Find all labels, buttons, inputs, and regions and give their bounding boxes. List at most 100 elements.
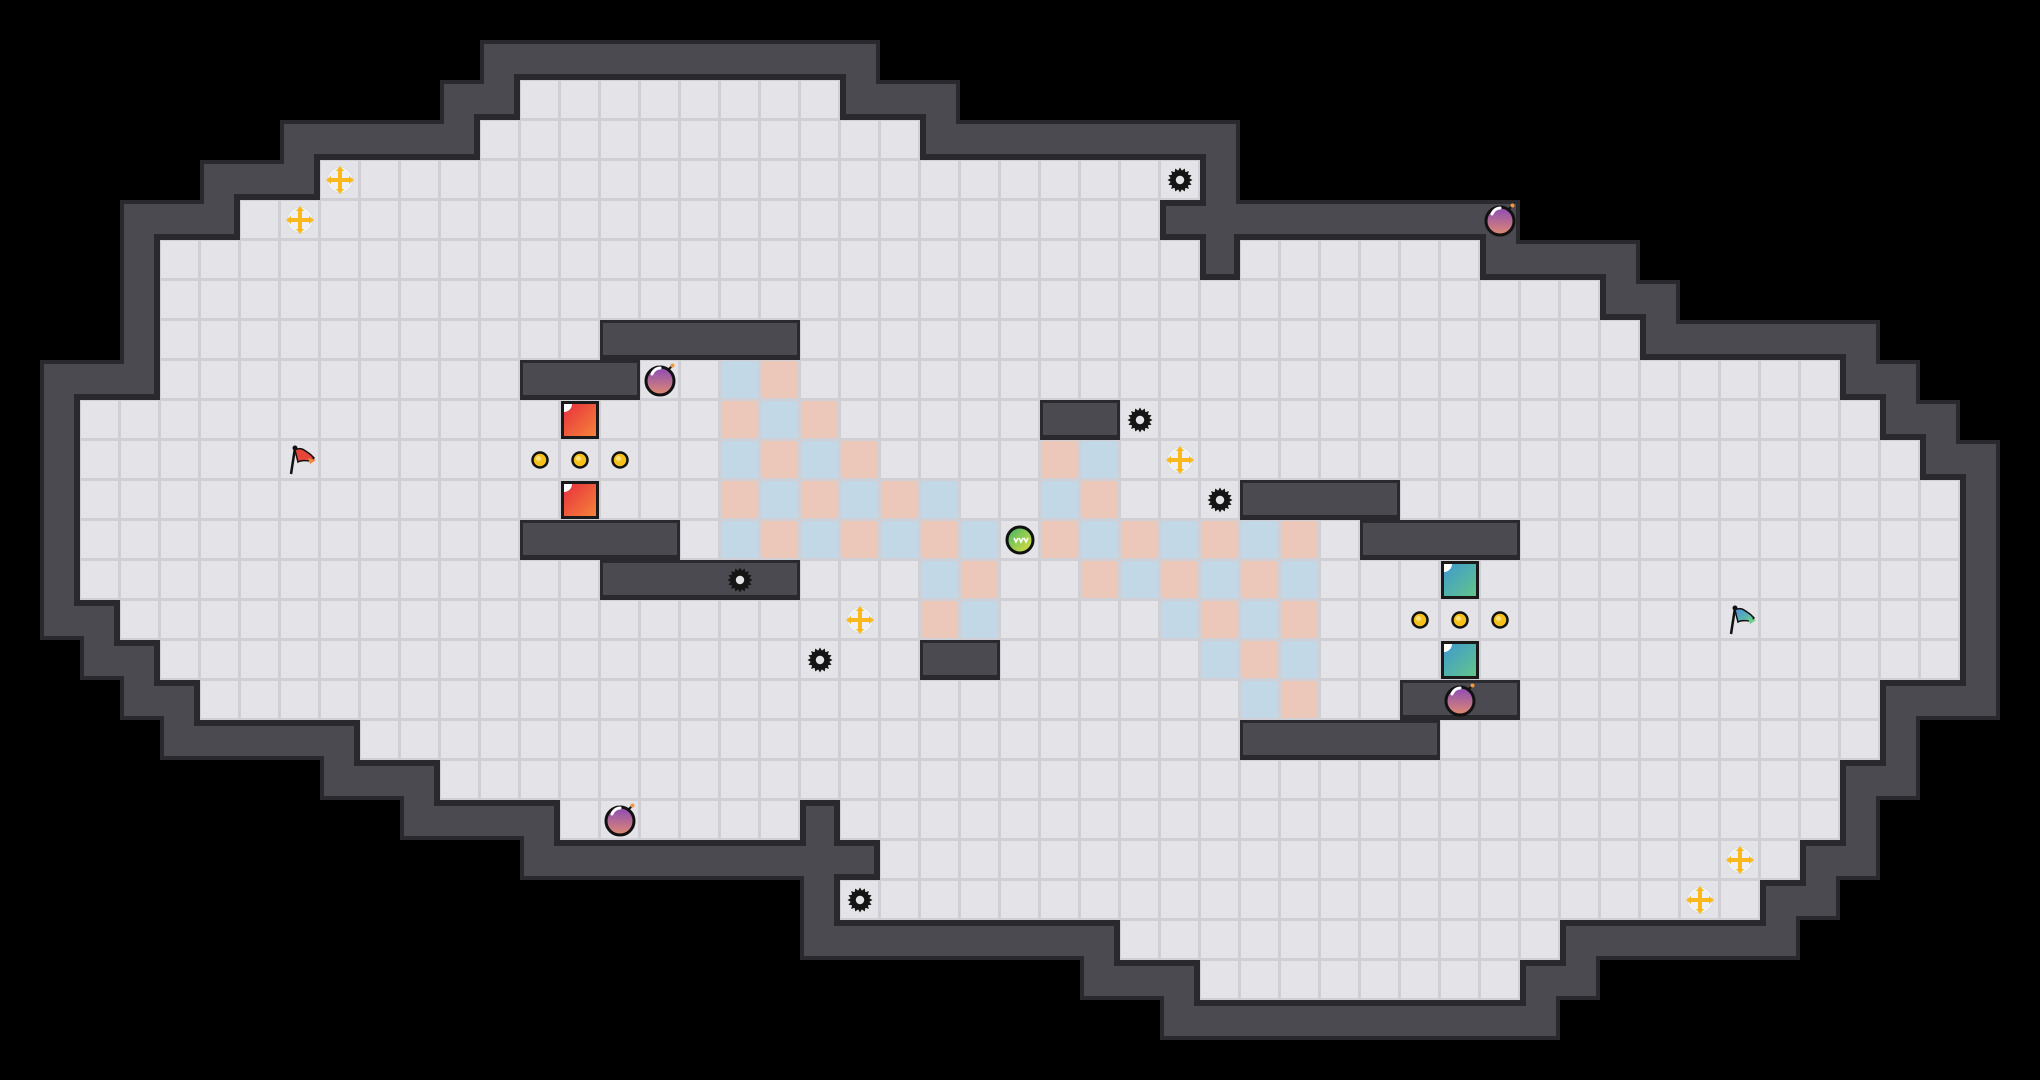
floor-tile xyxy=(1681,801,1718,838)
floor-tile xyxy=(161,281,198,318)
floor-tile xyxy=(1761,561,1798,598)
floor-tile xyxy=(1001,401,1038,438)
floor-tile xyxy=(721,681,758,718)
inner-wall xyxy=(1243,723,1437,755)
floor-tile xyxy=(121,481,158,518)
floor-tile xyxy=(321,281,358,318)
floor-tile xyxy=(1601,361,1638,398)
floor-tile xyxy=(921,761,958,798)
floor-tile xyxy=(1121,361,1158,398)
floor-tile xyxy=(961,481,998,518)
floor-tile xyxy=(1401,241,1438,278)
floor-tile xyxy=(81,521,118,558)
floor-tile xyxy=(1441,361,1478,398)
blue-flag-icon xyxy=(1729,605,1756,635)
floor-tile xyxy=(1641,521,1678,558)
floor-tile xyxy=(1561,641,1598,678)
floor-tile xyxy=(121,521,158,558)
player-face xyxy=(1013,537,1029,544)
floor-tile xyxy=(361,241,398,278)
floor-tile xyxy=(321,361,358,398)
floor-tile xyxy=(1801,681,1838,718)
floor-tile xyxy=(1241,881,1278,918)
floor-tile xyxy=(1281,841,1318,878)
floor-tile xyxy=(761,761,798,798)
floor-tile xyxy=(641,681,678,718)
floor-tile xyxy=(1081,721,1118,758)
checker-tile xyxy=(881,481,918,518)
floor-tile xyxy=(761,601,798,638)
floor-tile xyxy=(241,321,278,358)
floor-tile xyxy=(1121,681,1158,718)
floor-tile xyxy=(1161,761,1198,798)
inner-wall xyxy=(603,563,797,595)
floor-tile xyxy=(1801,401,1838,438)
floor-tile xyxy=(1361,321,1398,358)
floor-tile xyxy=(1761,481,1798,518)
floor-tile xyxy=(441,601,478,638)
floor-tile xyxy=(361,161,398,198)
floor-tile xyxy=(881,121,918,158)
floor-tile xyxy=(841,561,878,598)
floor-tile xyxy=(1921,521,1958,558)
floor-tile xyxy=(1641,681,1678,718)
floor-tile xyxy=(601,201,638,238)
floor-tile xyxy=(441,241,478,278)
floor-tile xyxy=(1041,281,1078,318)
floor-tile xyxy=(1481,961,1518,998)
move-cross-icon xyxy=(286,206,314,234)
floor-tile xyxy=(1361,361,1398,398)
floor-tile xyxy=(881,281,918,318)
floor-tile xyxy=(841,641,878,678)
saw-gear-icon xyxy=(1207,487,1233,513)
checker-tile xyxy=(921,521,958,558)
floor-tile xyxy=(601,681,638,718)
floor-tile xyxy=(1561,441,1598,478)
floor-tile xyxy=(1081,881,1118,918)
floor-tile xyxy=(721,161,758,198)
floor-tile xyxy=(641,441,678,478)
floor-tile xyxy=(681,281,718,318)
floor-tile xyxy=(1601,641,1638,678)
floor-tile xyxy=(1441,401,1478,438)
floor-tile xyxy=(1281,801,1318,838)
bomb-icon xyxy=(1444,683,1476,717)
floor-tile xyxy=(281,321,318,358)
floor-tile xyxy=(681,801,718,838)
floor-tile xyxy=(1001,281,1038,318)
floor-tile xyxy=(1481,281,1518,318)
checker-tile xyxy=(1241,681,1278,718)
floor-tile xyxy=(881,241,918,278)
floor-tile xyxy=(921,321,958,358)
floor-tile xyxy=(481,201,518,238)
floor-tile xyxy=(401,361,438,398)
floor-tile xyxy=(161,241,198,278)
floor-tile xyxy=(1281,441,1318,478)
floor-tile xyxy=(161,401,198,438)
floor-tile xyxy=(441,321,478,358)
floor-tile xyxy=(561,201,598,238)
floor-tile xyxy=(1561,361,1598,398)
floor-tile xyxy=(601,601,638,638)
floor-tile xyxy=(1841,561,1878,598)
floor-tile xyxy=(881,881,918,918)
floor-tile xyxy=(1401,441,1438,478)
floor-tile xyxy=(1561,841,1598,878)
floor-tile xyxy=(441,201,478,238)
checker-tile xyxy=(921,561,958,598)
floor-tile xyxy=(521,641,558,678)
floor-tile xyxy=(721,601,758,638)
floor-tile xyxy=(1601,801,1638,838)
floor-tile xyxy=(241,201,278,238)
floor-tile xyxy=(1561,761,1598,798)
floor-tile xyxy=(881,761,918,798)
floor-tile xyxy=(281,681,318,718)
gear-hole xyxy=(855,895,865,905)
floor-tile xyxy=(401,321,438,358)
floor-tile xyxy=(1441,881,1478,918)
floor-tile xyxy=(1441,441,1478,478)
floor-tile xyxy=(1641,641,1678,678)
floor-tile xyxy=(521,81,558,118)
floor-tile xyxy=(921,841,958,878)
floor-tile xyxy=(441,721,478,758)
